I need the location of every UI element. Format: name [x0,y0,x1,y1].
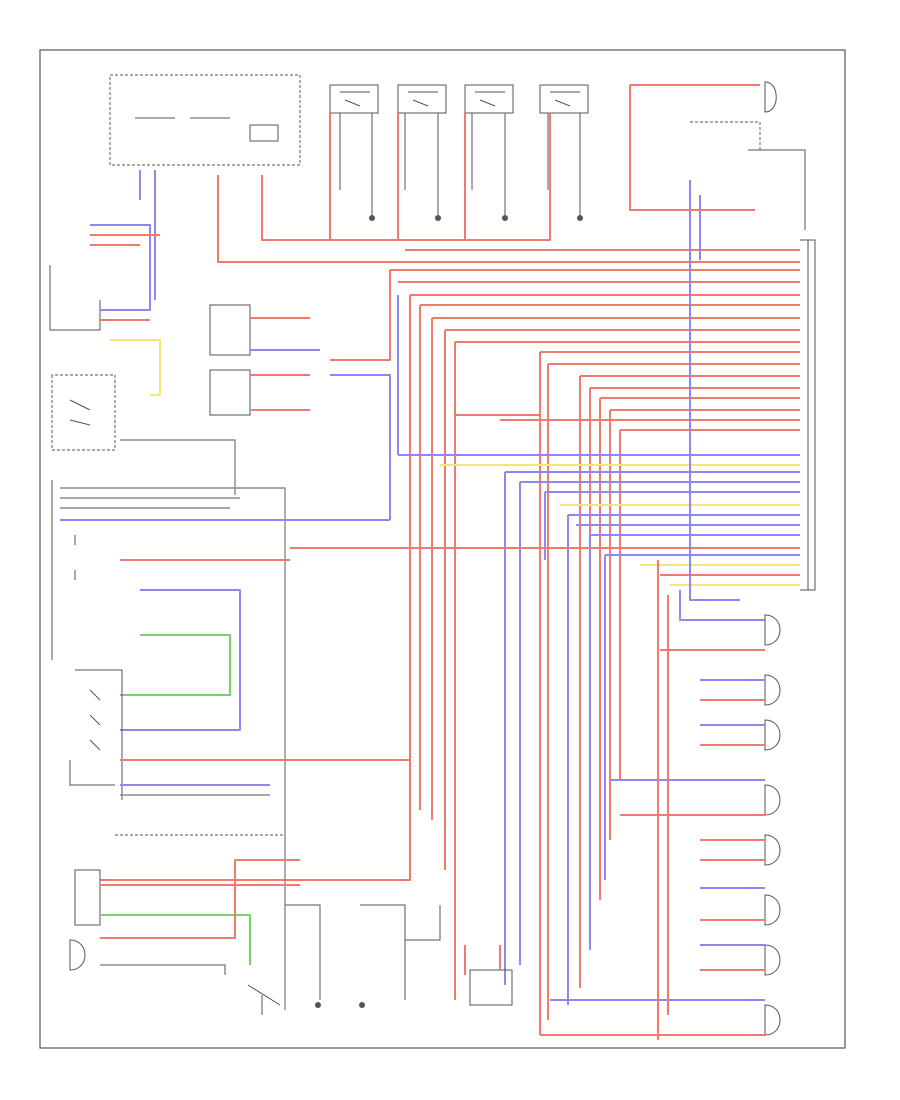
passenger-door-lock-switch [397,84,447,114]
red-power-bus [217,113,800,263]
mid-left-relay [110,304,391,520]
keyless-entry-receiver [49,170,160,331]
ground-icon [577,215,583,221]
ground-icon [359,1002,365,1008]
door-lock-control-unit [109,74,301,166]
right-connector-block [800,239,816,591]
trunk-lid-switch [69,669,410,800]
ground-icon [502,215,508,221]
connector-block-red-wires [100,249,800,1035]
blue-signal-riser [629,84,760,601]
top-switch-ground-drops [339,113,583,221]
instrument-cluster [690,81,806,230]
bottom-switches [247,904,513,1015]
ground-icon [369,215,375,221]
ground-icon [435,215,441,221]
door-lock-relay-lower [69,834,300,975]
diagram-frame [39,49,846,1049]
right-rear-door-lock-switch [539,84,589,114]
interior-lamp-switch [51,374,236,495]
driver-door-lock-switch [329,84,379,114]
actuator-feed-wires [540,560,765,1040]
ground-icon [315,1002,321,1008]
connector-block-mixed-wires [290,295,800,1005]
left-rear-door-lock-switch [464,84,514,114]
door-lock-actuators [764,614,781,1036]
instrument-cluster-connector [51,480,390,1010]
